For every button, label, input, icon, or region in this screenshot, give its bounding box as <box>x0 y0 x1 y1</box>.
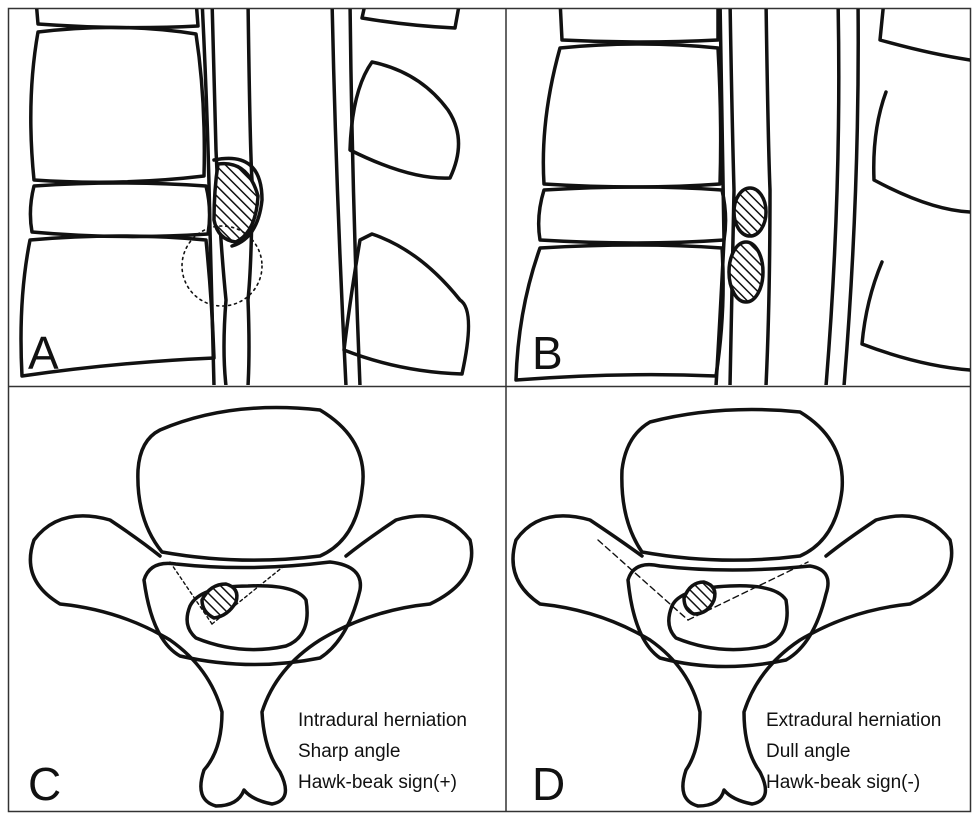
panel-a <box>21 0 469 386</box>
caption-c-line-1: Intradural herniation <box>298 710 467 731</box>
caption-d-line-2: Dull angle <box>766 741 851 762</box>
caption-c-line-3: Hawk-beak sign(+) <box>298 772 457 793</box>
intervertebral-disc <box>539 187 726 243</box>
lamina-middle <box>350 62 459 178</box>
vertebral-body <box>31 27 205 182</box>
panel-letter-a: A <box>28 327 59 379</box>
caption-d-line-3: Hawk-beak sign(-) <box>766 772 920 793</box>
panel-letter-b: B <box>532 327 563 379</box>
posterior-canal-line-2 <box>350 0 360 386</box>
panel-letter-d: D <box>532 758 565 810</box>
intervertebral-disc <box>30 183 209 237</box>
dura-anterior <box>730 0 734 386</box>
lamina-lower <box>344 234 469 374</box>
vertebral-body-upper <box>36 0 198 28</box>
panel-grid <box>9 9 971 812</box>
panel-b <box>516 0 970 386</box>
posterior-canal-line-1 <box>332 0 346 386</box>
dura-posterior <box>766 0 770 386</box>
vertebral-body <box>543 44 720 187</box>
posterior-canal-line-2 <box>844 0 858 386</box>
vertebral-body-axial <box>622 410 842 561</box>
herniated-fragment-upper <box>734 188 766 236</box>
lamina-middle <box>874 92 970 212</box>
vertebral-body-upper <box>560 0 718 42</box>
caption-c-line-2: Sharp angle <box>298 741 400 762</box>
panel-d <box>513 410 952 806</box>
lamina-upper <box>362 0 460 28</box>
posterior-canal-line-1 <box>826 0 839 386</box>
vertebral-body-axial <box>138 408 363 561</box>
panel-letter-c: C <box>28 758 61 810</box>
lamina-lower <box>862 262 970 370</box>
caption-d-line-1: Extradural herniation <box>766 710 941 731</box>
spinal-canal <box>628 565 828 667</box>
herniated-fragment-lower <box>729 242 763 302</box>
herniated-fragment <box>202 584 237 618</box>
panel-c <box>30 408 471 807</box>
